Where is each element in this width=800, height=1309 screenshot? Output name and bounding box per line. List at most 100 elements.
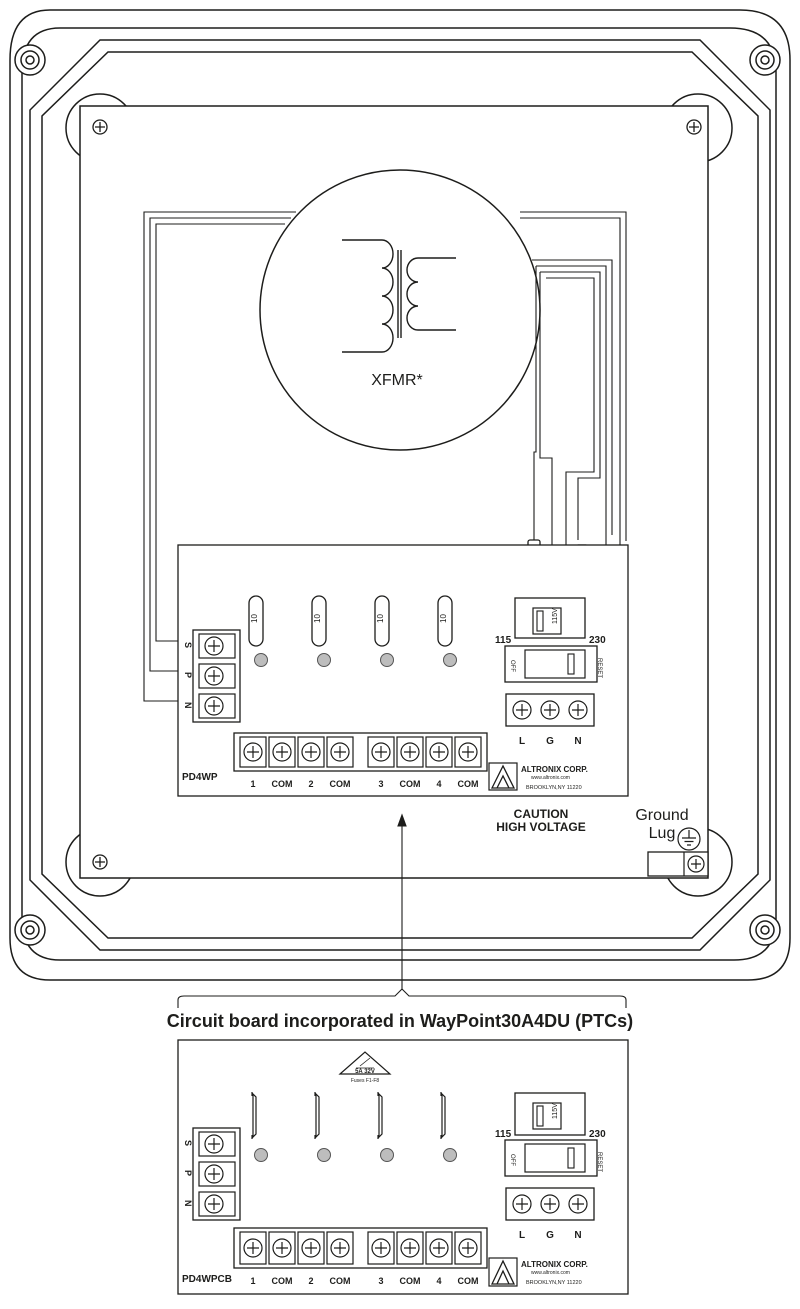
upper-terminal-label-1: 1 — [250, 779, 255, 789]
lower-voltage-selector: 115V 115 230 — [495, 1092, 606, 1140]
lower-maker-name: ALTRONIX CORP. — [521, 1260, 588, 1269]
lower-input-label-n: N — [183, 1200, 193, 1207]
lower-terminal-label-com-4: COM — [458, 1276, 479, 1286]
upper-maker-name: ALTRONIX CORP. — [521, 765, 588, 774]
upper-ac-label-l: L — [519, 736, 525, 747]
upper-voltage-low-label: 115 — [495, 635, 512, 646]
upper-input-terminal-block: S P N — [183, 629, 241, 723]
lower-terminal-label-com-2: COM — [330, 1276, 351, 1286]
lower-fuse-rating: 5A 32V — [355, 1069, 375, 1075]
lower-led-2 — [317, 1148, 331, 1162]
upper-terminal-label-4: 4 — [436, 779, 441, 789]
transformer-label: XFMR* — [371, 372, 423, 389]
lower-fuse-warning: 5A 32V Fuses F1-F8 — [338, 1051, 392, 1084]
upper-output-terminal-block: 1 COM 2 COM 3 COM 4 COM PD4WP — [182, 732, 488, 789]
lower-off-label: OFF — [509, 1154, 515, 1166]
corner-screw-top-right — [749, 44, 781, 76]
upper-terminal-label-3: 3 — [378, 779, 383, 789]
enclosure-door-outline — [29, 39, 771, 951]
lower-altronix-logo: ALTRONIX CORP. www.altronix.com BROOKLYN… — [488, 1257, 588, 1287]
upper-fuse-2: 10 — [311, 595, 331, 667]
lower-circuit-board: 5A 32V Fuses F1-F8 S P N — [177, 1039, 629, 1295]
lower-terminal-label-com-3: COM — [400, 1276, 421, 1286]
upper-terminal-label-com-3: COM — [400, 779, 421, 789]
upper-fuse-3-value: 10 — [376, 614, 385, 623]
lower-terminal-label-3: 3 — [378, 1276, 383, 1286]
upper-fuse-1: 10 — [248, 595, 268, 667]
upper-fuse-3: 10 — [374, 595, 394, 667]
upper-terminal-label-com-2: COM — [330, 779, 351, 789]
backplate-screw-top-left — [92, 119, 108, 135]
lower-ptc-4 — [440, 1092, 457, 1162]
upper-altronix-logo: ALTRONIX CORP. www.altronix.com BROOKLYN… — [488, 762, 588, 791]
wiring — [143, 211, 627, 702]
lower-board-model: PD4WPCB — [182, 1274, 232, 1285]
lower-led-4 — [443, 1148, 457, 1162]
upper-input-label-s: S — [183, 642, 193, 648]
lower-ac-label-g: G — [546, 1230, 554, 1241]
upper-voltage-high-label: 230 — [589, 635, 606, 646]
caution-line-2: HIGH VOLTAGE — [496, 820, 586, 834]
lower-reset-label: RESET — [596, 1152, 602, 1172]
enclosure-door-inner-outline — [41, 51, 759, 939]
upper-led-4 — [443, 653, 457, 667]
upper-terminal-label-com-4: COM — [458, 779, 479, 789]
upper-input-label-n: N — [183, 702, 193, 709]
caution-line-1: CAUTION — [514, 807, 569, 821]
upper-fuse-1-value: 10 — [250, 614, 259, 623]
callout-arrow — [397, 813, 407, 990]
ground-lug-label-2: Lug — [649, 825, 676, 842]
upper-circuit-board: S P N 10 10 10 10 — [177, 544, 629, 797]
lower-switch-text: 115V — [552, 1103, 559, 1119]
lower-ac-label-l: L — [519, 1230, 525, 1241]
lower-voltage-low-label: 115 — [495, 1129, 512, 1140]
upper-switch-text: 115V — [552, 608, 559, 624]
upper-led-1 — [254, 653, 268, 667]
upper-reset-label: RESET — [596, 658, 602, 678]
corner-screw-top-left — [14, 44, 46, 76]
corner-screw-bottom-left — [14, 914, 46, 946]
upper-led-2 — [317, 653, 331, 667]
corner-screws — [14, 44, 781, 946]
lower-ptcs — [251, 1092, 457, 1162]
upper-maker-url: www.altronix.com — [531, 775, 570, 781]
lower-maker-city: BROOKLYN,NY 11220 — [526, 1280, 582, 1286]
lower-off-reset-switch: OFF RESET — [504, 1139, 602, 1177]
caption-bracket — [177, 988, 627, 1008]
backplate-screw-bottom-left — [92, 854, 108, 870]
upper-off-reset-switch: OFF RESET — [504, 645, 602, 683]
caption: Circuit board incorporated in WayPoint30… — [167, 1011, 633, 1031]
upper-fuse-2-value: 10 — [313, 614, 322, 623]
backplate-screws — [92, 119, 702, 870]
lower-ac-terminal-block: L G N — [505, 1187, 595, 1241]
ground-lug-label-1: Ground — [635, 807, 688, 824]
upper-fuse-4: 10 — [437, 595, 457, 667]
upper-ac-label-g: G — [546, 736, 554, 747]
lower-input-label-s: S — [183, 1140, 193, 1146]
backplate-screw-top-right — [686, 119, 702, 135]
upper-off-label: OFF — [509, 660, 515, 672]
lower-output-terminal-block: 1 COM 2 COM 3 COM 4 COM PD4WPCB — [182, 1227, 488, 1286]
transformer-housing — [259, 169, 541, 451]
transformer-coil-icon — [342, 239, 456, 353]
ground-lug: Ground Lug — [635, 807, 709, 877]
lower-ptc-2 — [314, 1092, 331, 1162]
lower-maker-url: www.altronix.com — [531, 1270, 570, 1276]
lower-ptc-1 — [251, 1092, 268, 1162]
lower-terminal-label-com-1: COM — [272, 1276, 293, 1286]
ground-lug-screw-icon — [687, 855, 705, 873]
lower-led-3 — [380, 1148, 394, 1162]
upper-ac-label-n: N — [574, 736, 581, 747]
corner-screw-bottom-right — [749, 914, 781, 946]
lower-fuse-note: Fuses F1-F8 — [351, 1078, 380, 1084]
upper-board-model: PD4WP — [182, 772, 218, 783]
lower-input-terminal-block: S P N — [183, 1127, 241, 1221]
upper-maker-city: BROOKLYN,NY 11220 — [526, 785, 582, 791]
transformer: XFMR* — [259, 169, 541, 451]
lower-led-1 — [254, 1148, 268, 1162]
upper-led-3 — [380, 653, 394, 667]
upper-terminal-label-2: 2 — [308, 779, 313, 789]
upper-fuses: 10 10 10 10 — [248, 595, 457, 667]
